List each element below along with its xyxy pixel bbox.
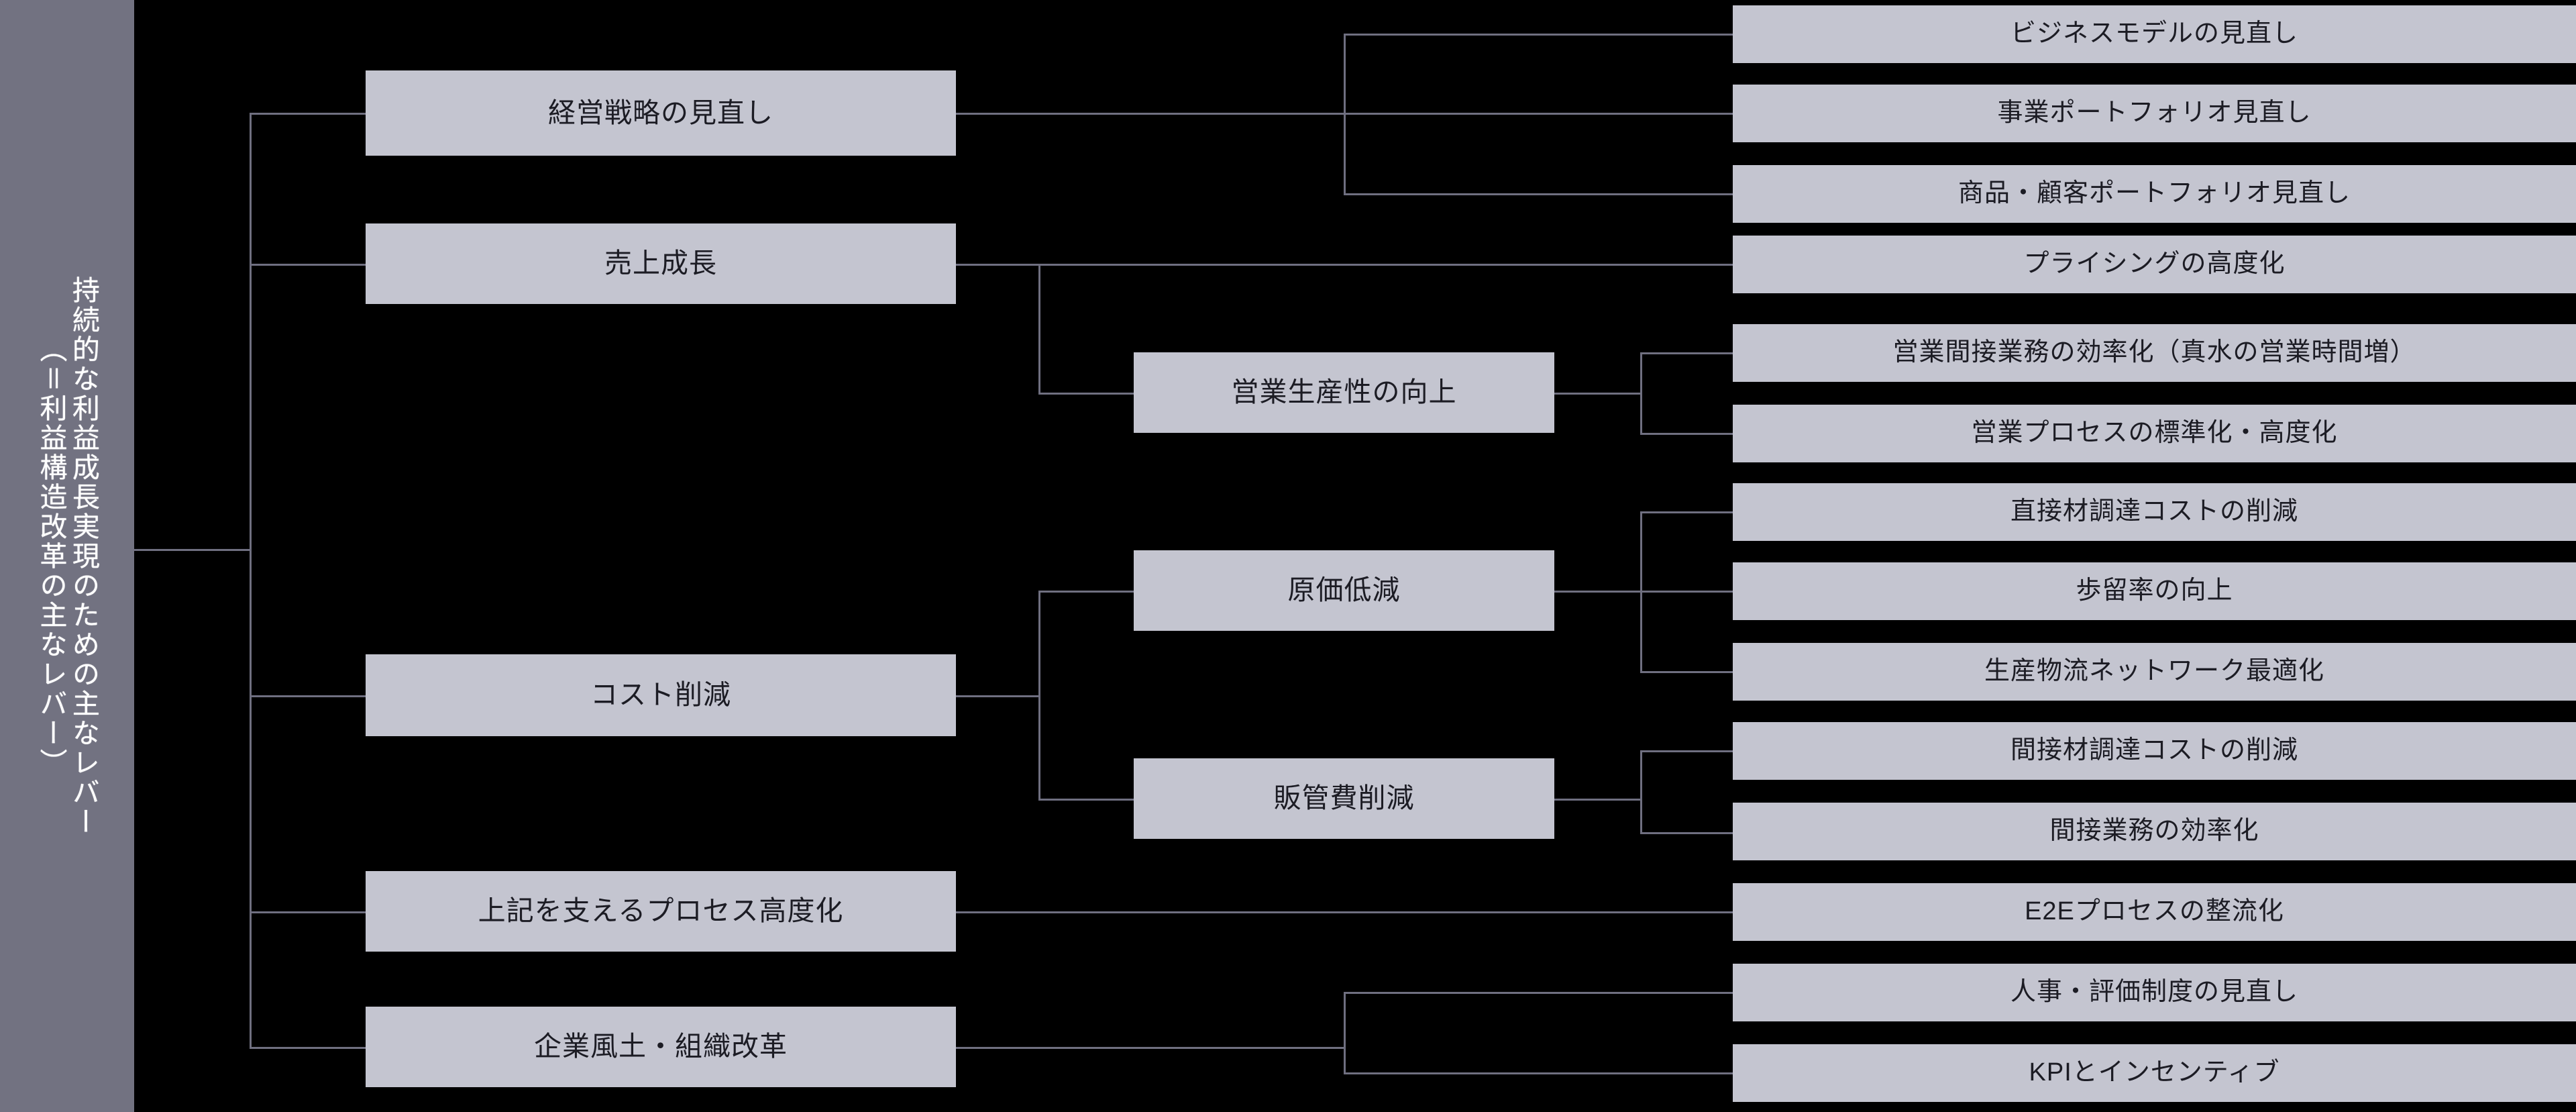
- root-node-band: 持続的な利益成長実現のための主なレバー （＝利益構造改革の主なレバー）: [0, 0, 134, 1112]
- connector-group-g-spine: [1344, 992, 1346, 1072]
- root-title-main: 持続的な利益成長実現のための主なレバー: [68, 275, 99, 837]
- connector-l2-0-out: [956, 113, 1345, 115]
- node-l4-yield-improvement[interactable]: 歩留率の向上: [1733, 562, 2576, 620]
- connector-l4-8: [1640, 671, 1733, 673]
- connector-l2-3: [250, 911, 367, 913]
- connector-l2-1-out: [956, 264, 1040, 266]
- connector-l3-2-out: [1554, 799, 1642, 801]
- connector-l4-7: [1640, 591, 1733, 593]
- connector-l2-2-out: [956, 695, 1040, 697]
- node-l4-indirect-material-cost-reduction[interactable]: 間接材調達コストの削減: [1733, 722, 2576, 780]
- node-l2-sales-growth[interactable]: 売上成長: [366, 223, 956, 304]
- node-l4-e2e-process-streamlining[interactable]: E2Eプロセスの整流化: [1733, 883, 2576, 941]
- connector-l4-6: [1640, 511, 1733, 513]
- connector-l4-5: [1640, 433, 1733, 435]
- node-l3-sales-productivity[interactable]: 営業生産性の向上: [1134, 352, 1554, 433]
- node-l2-cost-reduction[interactable]: コスト削減: [366, 654, 956, 736]
- connector-l2-2: [250, 695, 367, 697]
- connector-l2-4-out: [956, 1047, 1345, 1049]
- connector-group-f-spine: [1640, 750, 1642, 832]
- connector-l4-0: [1344, 34, 1733, 36]
- node-l4-direct-material-cost-reduction[interactable]: 直接材調達コストの削減: [1733, 483, 2576, 541]
- connector-l3-0-out: [1554, 393, 1642, 395]
- node-l4-sales-indirect-efficiency[interactable]: 営業間接業務の効率化（真水の営業時間増）: [1733, 324, 2576, 382]
- connector-l3-0-in: [1038, 393, 1136, 395]
- connector-l3-2-in: [1038, 799, 1136, 801]
- connector-l4-3: [1038, 264, 1733, 266]
- connector-l4-4: [1640, 352, 1733, 354]
- connector-l4-9: [1640, 750, 1733, 752]
- node-l4-kpi-and-incentives[interactable]: KPIとインセンティブ: [1733, 1044, 2576, 1102]
- connector-l2-0: [250, 113, 367, 115]
- node-l3-sga-reduction[interactable]: 販管費削減: [1134, 758, 1554, 839]
- connector-l4-10: [1640, 832, 1733, 834]
- node-l3-cost-of-goods-reduction[interactable]: 原価低減: [1134, 550, 1554, 631]
- connector-group-c-spine: [1038, 591, 1040, 800]
- connector-l4-12: [1344, 992, 1733, 994]
- connector-group-b-spine: [1038, 264, 1040, 393]
- node-l4-business-model-review[interactable]: ビジネスモデルの見直し: [1733, 5, 2576, 63]
- connector-group-d-spine: [1640, 352, 1642, 433]
- connector-l3-1-out: [1554, 591, 1642, 593]
- node-l4-product-customer-portfolio-review[interactable]: 商品・顧客ポートフォリオ見直し: [1733, 165, 2576, 223]
- node-l4-pricing-sophistication[interactable]: プライシングの高度化: [1733, 236, 2576, 293]
- node-l2-management-strategy[interactable]: 経営戦略の見直し: [366, 70, 956, 156]
- connector-root-stub: [134, 549, 251, 551]
- node-l4-sales-process-standardization[interactable]: 営業プロセスの標準化・高度化: [1733, 405, 2576, 462]
- connector-l2-4: [250, 1047, 367, 1049]
- connector-level2-spine: [250, 113, 252, 1048]
- root-title-sub: （＝利益構造改革の主なレバー）: [36, 334, 66, 778]
- connector-l4-1: [1344, 113, 1733, 115]
- connector-l3-1-in: [1038, 591, 1136, 593]
- connector-l2-1: [250, 264, 367, 266]
- node-l4-business-portfolio-review[interactable]: 事業ポートフォリオ見直し: [1733, 85, 2576, 142]
- node-l2-process-sophistication[interactable]: 上記を支えるプロセス高度化: [366, 871, 956, 952]
- node-l4-production-logistics-network-optimization[interactable]: 生産物流ネットワーク最適化: [1733, 643, 2576, 701]
- connector-l4-11: [956, 911, 1733, 913]
- connector-l4-13: [1344, 1072, 1733, 1074]
- node-l4-indirect-operations-efficiency[interactable]: 間接業務の効率化: [1733, 803, 2576, 860]
- node-l2-culture-org-reform[interactable]: 企業風土・組織改革: [366, 1007, 956, 1087]
- connector-l4-2: [1344, 193, 1733, 195]
- node-l4-hr-evaluation-system-review[interactable]: 人事・評価制度の見直し: [1733, 964, 2576, 1021]
